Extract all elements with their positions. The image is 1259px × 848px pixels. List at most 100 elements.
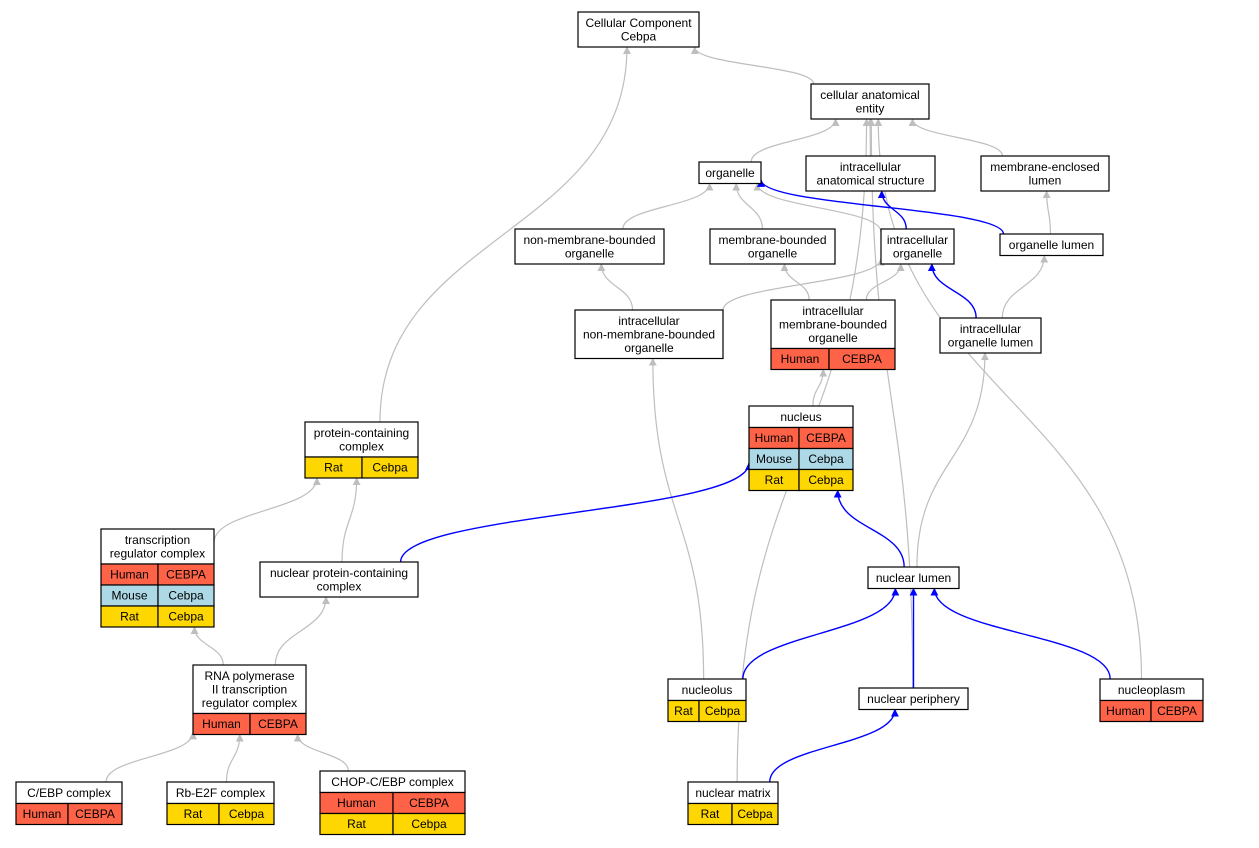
node-inmbo[interactable]: intracellularnon-membrane-boundedorganel… xyxy=(574,309,724,360)
edge-nl-to-nucleus xyxy=(833,489,905,568)
node-label-line: Cebpa xyxy=(621,29,657,43)
node-label-line: complex xyxy=(317,579,362,593)
edge-nl-to-iol xyxy=(916,352,989,568)
edge-ol-to-mel xyxy=(1042,190,1052,235)
node-header-box xyxy=(259,561,419,598)
gene-label: Cebpa xyxy=(168,589,204,603)
node-label-line: nucleolus xyxy=(682,683,733,697)
node-label-line: nuclear periphery xyxy=(867,692,960,706)
species-label: Human xyxy=(23,807,62,821)
edge-cae-to-root xyxy=(690,46,815,85)
gene-label: CEBPA xyxy=(842,352,882,366)
edge-nmbo-to-organelle xyxy=(622,182,714,230)
node-header-box xyxy=(514,228,665,265)
node-np[interactable]: nuclear periphery xyxy=(858,687,969,711)
node-label-line: regulator complex xyxy=(110,546,205,560)
node-label-line: organelle xyxy=(748,246,798,260)
node-label-line: protein-containing xyxy=(314,426,409,440)
gene-label: Cebpa xyxy=(737,807,773,821)
node-header-box xyxy=(770,299,896,350)
node-header-box xyxy=(100,528,215,565)
species-label: Rat xyxy=(324,461,343,475)
species-label: Mouse xyxy=(111,589,147,603)
node-label-line: Rb-E2F complex xyxy=(176,786,265,800)
edge-mel-to-cae xyxy=(908,118,1004,157)
species-label: Human xyxy=(1106,704,1145,718)
node-label-line: organelle xyxy=(565,246,615,260)
node-organelle[interactable]: organelle xyxy=(698,161,762,185)
node-label-line: membrane-bounded xyxy=(779,317,887,331)
node-header-box xyxy=(304,421,419,458)
gene-cell xyxy=(1150,699,1204,723)
edge-ol-to-organelle xyxy=(757,178,1005,235)
species-label: Human xyxy=(110,568,149,582)
species-label: Rat xyxy=(674,704,693,718)
species-label: Human xyxy=(781,352,820,366)
node-label-line: regulator complex xyxy=(202,696,297,710)
node-nl[interactable]: nuclear lumen xyxy=(867,566,960,590)
gene-cell xyxy=(798,468,854,492)
node-label-line: lumen xyxy=(1029,173,1062,187)
node-label-line: Cellular Component xyxy=(585,16,692,30)
node-header-box xyxy=(980,155,1110,192)
gene-cell xyxy=(157,605,215,628)
edge-nucleoplasm-to-nl xyxy=(930,587,1111,680)
gene-label: Cebpa xyxy=(168,610,204,624)
species-label: Human xyxy=(337,796,376,810)
node-label-line: organelle xyxy=(893,246,943,260)
edge-npcc-to-pcc xyxy=(341,477,361,563)
node-label-line: RNA polymerase xyxy=(204,669,294,683)
node-label-line: organelle lumen xyxy=(948,335,1033,349)
edge-np-to-cae xyxy=(867,118,914,689)
edge-iol-to-ol xyxy=(1001,254,1049,319)
node-label-line: intracellular xyxy=(802,304,863,318)
node-label-line: nuclear matrix xyxy=(695,786,770,800)
gene-cell xyxy=(361,456,419,479)
species-label: Rat xyxy=(120,610,139,624)
gene-label: CEBPA xyxy=(258,717,298,731)
edge-organelle-to-cae xyxy=(750,118,840,163)
gene-cell xyxy=(828,347,896,371)
species-label: Rat xyxy=(701,807,720,821)
node-ol[interactable]: organelle lumen xyxy=(999,233,1104,257)
edge-nm-to-np xyxy=(769,708,899,783)
node-header-box xyxy=(810,83,930,120)
species-label: Human xyxy=(202,717,241,731)
node-label-line: nuclear protein-containing xyxy=(270,566,408,580)
edge-inmbo-to-io xyxy=(722,257,885,311)
edge-nucleus-to-imbo xyxy=(812,368,828,407)
species-label: Rat xyxy=(184,807,203,821)
node-label-line: cellular anatomical xyxy=(820,88,919,102)
node-label-line: CHOP-C/EBP complex xyxy=(331,775,453,789)
node-header-box xyxy=(880,228,955,265)
gene-label: Cebpa xyxy=(808,473,844,487)
edge-mbo-to-organelle xyxy=(732,182,764,230)
node-header-box xyxy=(192,664,307,715)
node-label-line: entity xyxy=(856,101,885,115)
node-label-line: organelle lumen xyxy=(1009,238,1094,252)
species-label: Rat xyxy=(765,473,784,487)
edge-trc-to-pcc xyxy=(213,477,321,543)
node-label-line: C/EBP complex xyxy=(27,786,111,800)
node-imbo[interactable]: intracellularmembrane-boundedorganelleHu… xyxy=(770,299,896,371)
node-label-line: non-membrane-bounded xyxy=(583,327,715,341)
